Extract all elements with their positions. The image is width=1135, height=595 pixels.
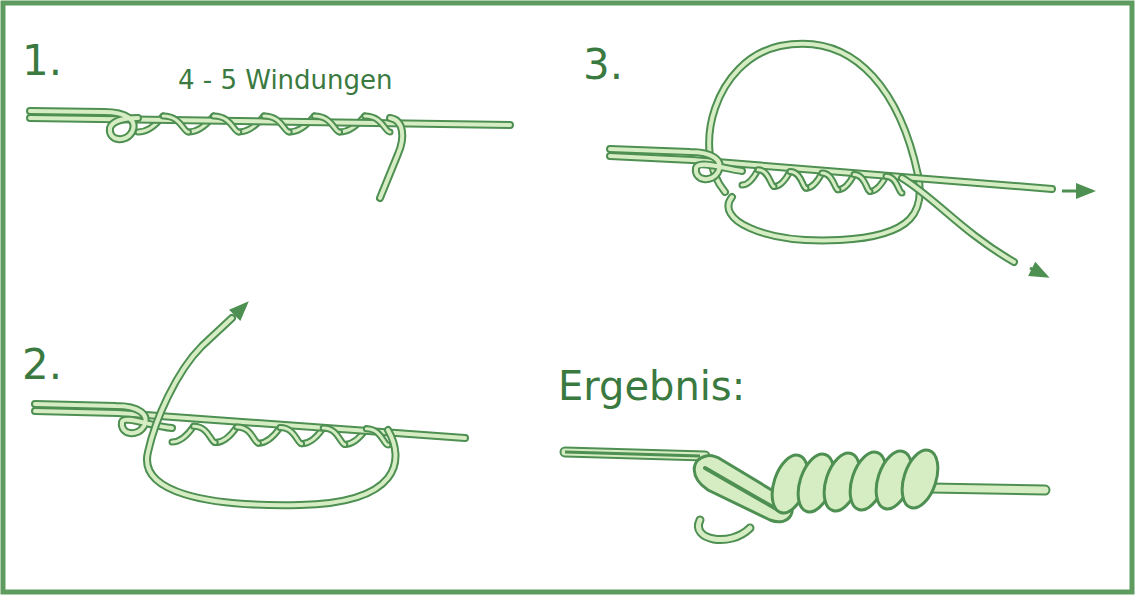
rope-outline [258, 428, 280, 444]
rope-fill [314, 116, 339, 132]
inner-line [705, 468, 778, 510]
rope-fill [194, 426, 216, 442]
rope-fill [380, 118, 402, 198]
rope-outline [822, 173, 838, 190]
rope-fill [215, 427, 237, 443]
rope-outline [147, 318, 396, 505]
rope-outline [565, 452, 705, 456]
rope-outline [698, 520, 750, 540]
rope-fill [790, 171, 806, 188]
rope-fill [709, 44, 920, 241]
rope-outline [790, 171, 806, 188]
rope-fill [214, 116, 239, 132]
rope-outline [264, 116, 289, 132]
step-number: 1. [22, 38, 62, 84]
rope-outline [215, 427, 237, 443]
rope-outline [610, 149, 742, 179]
rope-fill [758, 170, 774, 187]
rope-fill [163, 116, 188, 132]
rope-fill [147, 318, 396, 505]
rope-fill [610, 149, 742, 179]
rope-outline [610, 156, 1052, 189]
rope-outline [163, 116, 188, 132]
arrow-head [1076, 183, 1096, 199]
rope-drawing [30, 44, 1096, 540]
rope-outline [854, 175, 870, 192]
rope-outline [30, 111, 138, 139]
rope-fill [822, 173, 838, 190]
rope-outline [758, 170, 774, 187]
rope-outline [380, 118, 402, 198]
frame [3, 3, 1132, 592]
rope-fill [323, 428, 345, 444]
rope-outline [930, 488, 1045, 490]
result-heading: Ergebnis: [558, 364, 745, 408]
rope-outline [280, 428, 302, 444]
rope-outline [902, 178, 1014, 262]
rope-fill [698, 520, 750, 540]
rope-fill [264, 116, 289, 132]
rope-fill [565, 452, 705, 456]
rope-fill [280, 428, 302, 444]
arrow-head [1028, 262, 1049, 278]
rope-fill [237, 427, 259, 443]
rope-fill [30, 111, 138, 139]
coil-winding [896, 446, 945, 513]
rope-fill [258, 428, 280, 444]
inner-line [565, 452, 700, 456]
rope-fill [610, 156, 1052, 189]
rope-outline [237, 427, 259, 443]
rope-outline [314, 116, 339, 132]
rope-outline [214, 116, 239, 132]
rope-fill [902, 178, 1014, 262]
note-text: 4 - 5 Windungen [178, 66, 393, 95]
rope-fill [854, 175, 870, 192]
rope-outline [709, 44, 920, 241]
step-number: 2. [22, 342, 62, 388]
rope-fill [930, 488, 1045, 490]
rope-outline [323, 428, 345, 444]
arrow-head [229, 301, 249, 321]
rope-outline [194, 426, 216, 442]
step-number: 3. [583, 42, 623, 88]
